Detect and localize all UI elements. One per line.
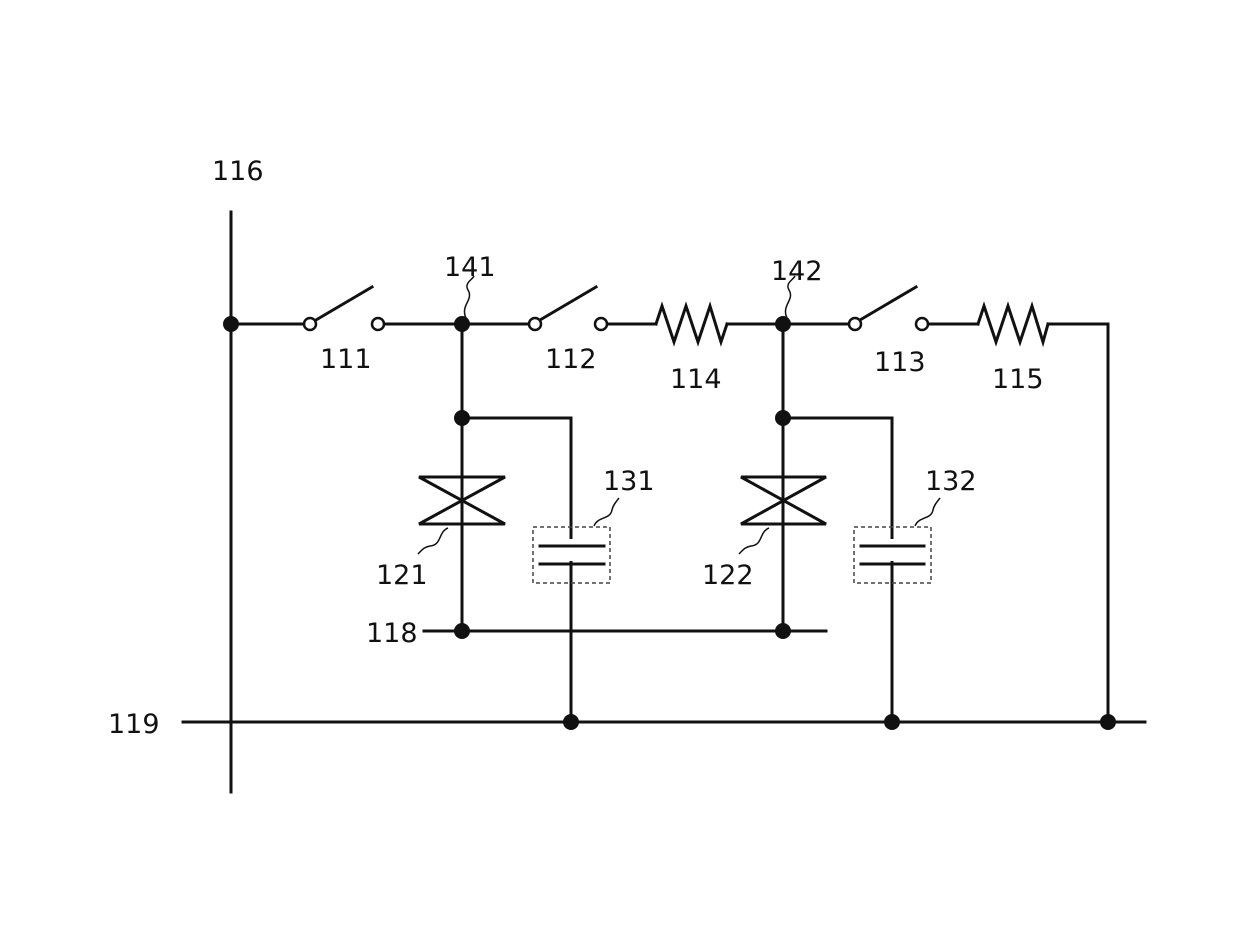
label-116: 116 (212, 156, 264, 187)
junction-119-132 (884, 714, 900, 730)
junction-118-right (775, 623, 791, 639)
label-112: 112 (545, 344, 597, 375)
junction-119-131 (563, 714, 579, 730)
junction-116-top (223, 316, 239, 332)
label-132: 132 (925, 466, 977, 497)
wire-131-branch (462, 418, 571, 722)
label-119: 119 (108, 709, 160, 740)
junction-left-branch (454, 410, 470, 426)
leader-121 (418, 528, 448, 554)
label-121: 121 (376, 560, 428, 591)
leader-122 (739, 528, 769, 554)
label-113: 113 (874, 347, 926, 378)
label-114: 114 (670, 364, 722, 395)
resistor-115 (978, 306, 1048, 342)
label-118: 118 (366, 618, 418, 649)
switch-111 (304, 287, 384, 330)
leader-132 (915, 498, 940, 526)
label-141: 141 (444, 252, 496, 283)
label-131: 131 (603, 466, 655, 497)
switch-113 (849, 287, 928, 330)
label-142: 142 (771, 256, 823, 287)
label-115: 115 (992, 364, 1044, 395)
junction-118-left (454, 623, 470, 639)
wire-132-branch (783, 418, 892, 722)
junction-right-branch (775, 410, 791, 426)
junction-141 (454, 316, 470, 332)
junction-142 (775, 316, 791, 332)
label-111: 111 (320, 344, 372, 375)
leader-131 (594, 498, 619, 526)
junction-119-right (1100, 714, 1116, 730)
label-122: 122 (702, 560, 754, 591)
switch-112 (529, 287, 607, 330)
resistor-114 (656, 306, 727, 342)
